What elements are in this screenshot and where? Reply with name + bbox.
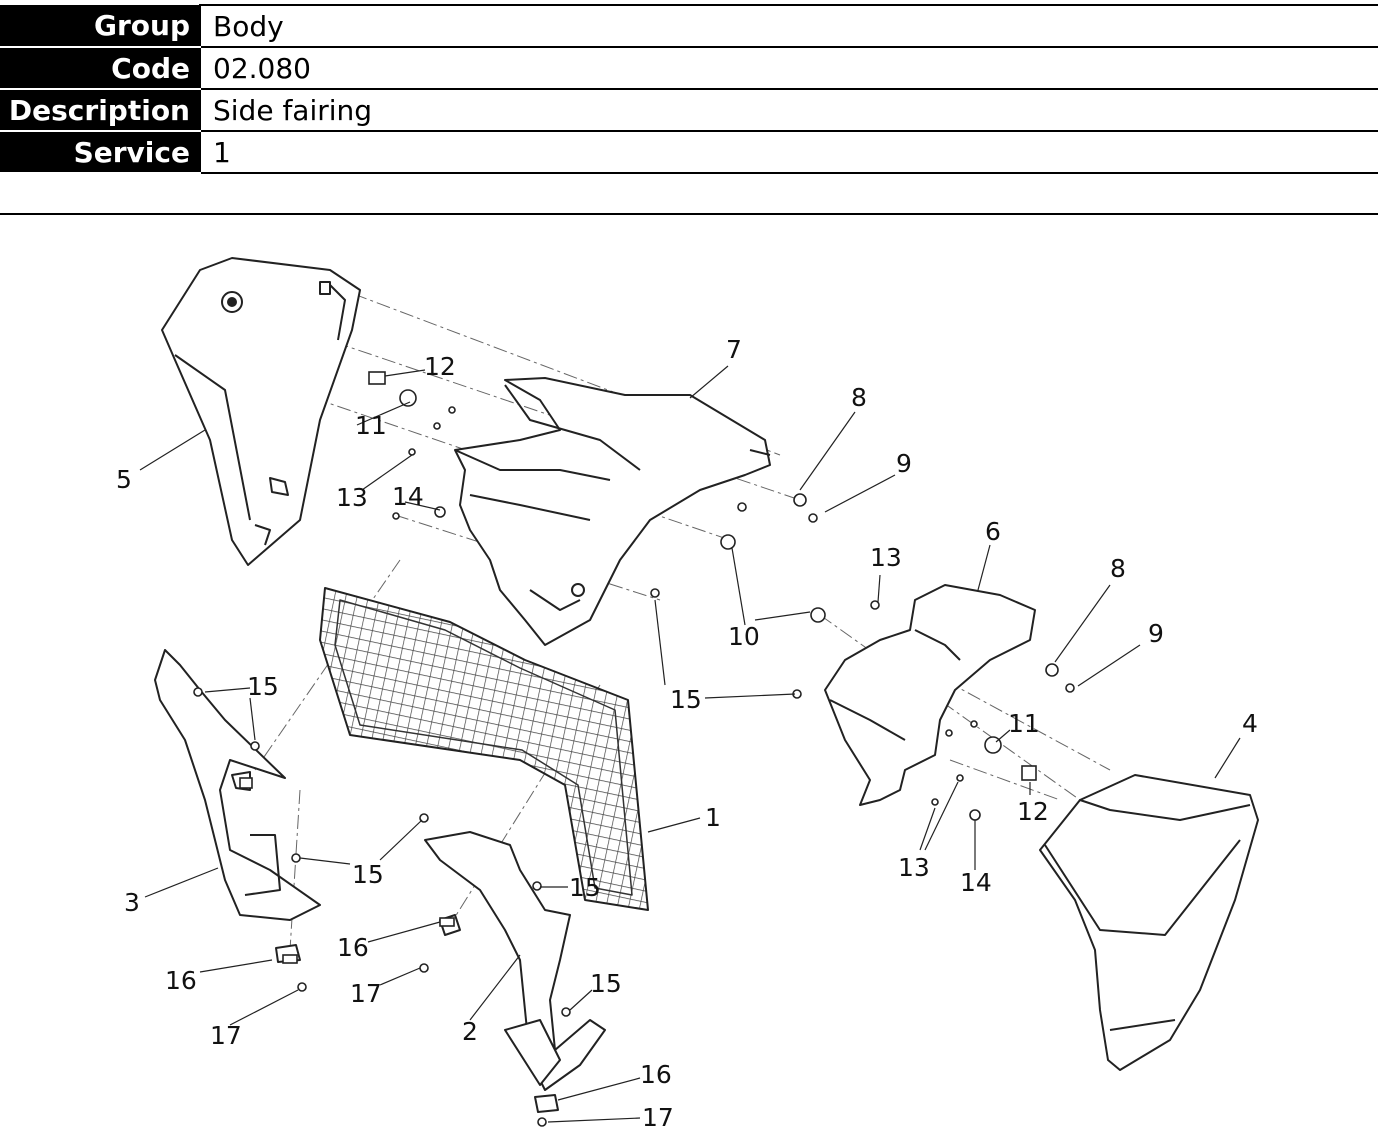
callout-15-left-mid: 15 — [352, 860, 384, 889]
callout-8-upper: 8 — [851, 383, 867, 412]
info-row-description: Description Side fairing — [0, 88, 1378, 132]
code-value: 02.080 — [199, 46, 1378, 90]
callout-15-grille: 15 — [569, 873, 601, 902]
info-row-group: Group Body — [0, 4, 1378, 48]
callout-15-left-top: 15 — [247, 672, 279, 701]
service-value: 1 — [199, 130, 1378, 174]
callout-labels: 1 2 3 4 5 6 7 8 9 8 9 10 11 11 12 12 13 … — [116, 335, 1258, 1132]
callout-9-upper: 9 — [896, 449, 912, 478]
info-row-code: Code 02.080 — [0, 46, 1378, 90]
description-label: Description — [0, 89, 200, 132]
callout-4: 4 — [1242, 709, 1258, 738]
callout-7: 7 — [726, 335, 742, 364]
part-6-right-bracket — [824, 584, 1036, 806]
callout-2: 2 — [462, 1017, 478, 1046]
header-separator — [0, 213, 1378, 215]
part-4-large-panel — [1039, 774, 1259, 1071]
part-5-side-panel — [161, 257, 361, 566]
callout-13-right: 13 — [870, 543, 902, 572]
callout-1: 1 — [705, 803, 721, 832]
callout-16-left: 16 — [165, 966, 197, 995]
callout-8-lower: 8 — [1110, 554, 1126, 583]
info-row-service: Service 1 — [0, 130, 1378, 174]
callout-10: 10 — [728, 622, 760, 651]
callout-17-centre: 17 — [350, 979, 382, 1008]
callout-3: 3 — [124, 888, 140, 917]
callout-16-centre: 16 — [337, 933, 369, 962]
callout-11-upper: 11 — [355, 411, 387, 440]
callout-17-lower: 17 — [642, 1103, 674, 1132]
callout-5: 5 — [116, 465, 132, 494]
callout-15-lower: 15 — [590, 969, 622, 998]
group-value: Body — [199, 4, 1378, 48]
callout-15-centre: 15 — [670, 685, 702, 714]
callout-11-lower: 11 — [1008, 709, 1040, 738]
fasteners — [193, 371, 1075, 1127]
callout-12-upper: 12 — [424, 352, 456, 381]
leader-lines — [139, 365, 1241, 1123]
group-label: Group — [0, 5, 200, 48]
callout-16-lower: 16 — [640, 1060, 672, 1089]
description-value: Side fairing — [199, 88, 1378, 132]
code-label: Code — [0, 47, 200, 90]
callout-13-upper: 13 — [336, 483, 368, 512]
callout-17-left: 17 — [210, 1021, 242, 1050]
callout-6: 6 — [985, 517, 1001, 546]
callout-14-lower: 14 — [960, 868, 992, 897]
service-label: Service — [0, 131, 200, 174]
callout-12-lower: 12 — [1017, 797, 1049, 826]
callout-13-lower: 13 — [898, 853, 930, 882]
callout-9-lower: 9 — [1148, 619, 1164, 648]
callout-14-upper: 14 — [392, 482, 424, 511]
part-1-grille — [319, 587, 649, 911]
part-7-bracket — [454, 377, 771, 646]
part-3-lower-left — [154, 649, 321, 963]
exploded-parts-diagram: 1 2 3 4 5 6 7 8 9 8 9 10 11 11 12 12 13 … — [116, 257, 1259, 1132]
info-table: Group Body Code 02.080 Description Side … — [0, 4, 1378, 174]
